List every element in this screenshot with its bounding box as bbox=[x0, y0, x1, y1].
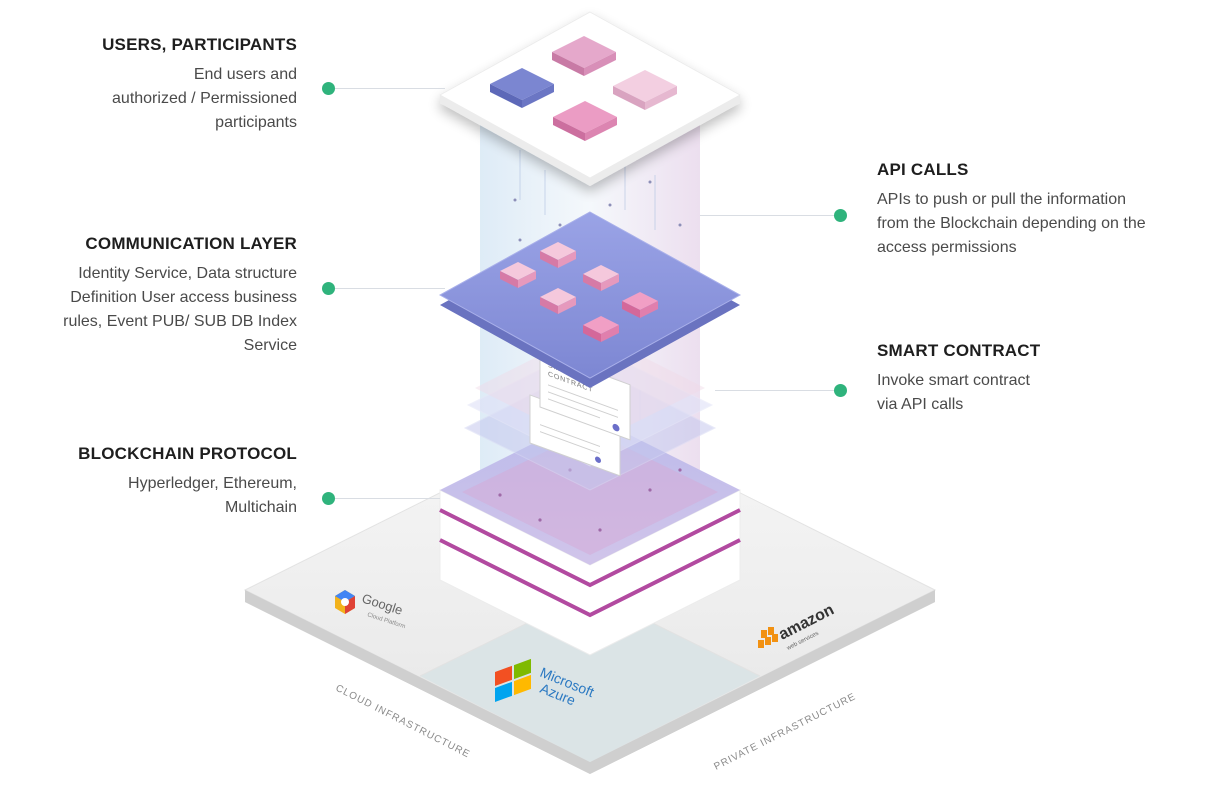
blockchain-connector bbox=[335, 498, 440, 499]
user-nodes bbox=[490, 36, 677, 141]
users-description: End users and authorized / Permissioned … bbox=[0, 63, 297, 135]
api-dot bbox=[834, 209, 847, 222]
smart-contract-heading: SMART CONTRACT bbox=[877, 341, 1041, 360]
communication-heading: COMMUNICATION LAYER bbox=[85, 234, 297, 253]
communication-desc-line: Identity Service, Data structure bbox=[78, 265, 297, 282]
communication-label-block: COMMUNICATION LAYER Identity Service, Da… bbox=[0, 234, 297, 358]
smart-contract-desc-line: via API calls bbox=[877, 396, 964, 413]
smart-contract-label-block: SMART CONTRACT Invoke smart contract via… bbox=[877, 341, 1197, 417]
api-description: APIs to push or pull the information fro… bbox=[877, 188, 1217, 260]
blockchain-desc-line: Hyperledger, Ethereum, bbox=[128, 475, 297, 492]
users-desc-line: End users and bbox=[193, 66, 297, 83]
users-connector bbox=[335, 88, 445, 89]
users-desc-line: authorized / Permissioned bbox=[112, 90, 297, 107]
smart-contract-connector bbox=[715, 390, 840, 391]
api-heading: API CALLS bbox=[877, 160, 969, 179]
communication-desc-line: Service bbox=[243, 337, 297, 354]
users-dot bbox=[322, 82, 335, 95]
smart-contract-description: Invoke smart contract via API calls bbox=[877, 369, 1197, 417]
api-label-block: API CALLS APIs to push or pull the infor… bbox=[877, 160, 1217, 260]
users-participants-plate bbox=[438, 11, 742, 186]
api-desc-line: from the Blockchain depending on the bbox=[877, 215, 1146, 232]
blockchain-heading: BLOCKCHAIN PROTOCOL bbox=[78, 444, 297, 463]
users-desc-line: participants bbox=[215, 114, 297, 131]
private-infrastructure-label: PRIVATE INFRASTRUCTURE bbox=[712, 691, 858, 772]
communication-description: Identity Service, Data structure Definit… bbox=[0, 262, 297, 358]
blockchain-desc-line: Multichain bbox=[224, 499, 297, 516]
communication-desc-line: Definition User access business bbox=[70, 289, 297, 306]
blockchain-label-block: BLOCKCHAIN PROTOCOL Hyperledger, Ethereu… bbox=[0, 444, 297, 520]
communication-desc-line: rules, Event PUB/ SUB DB Index bbox=[63, 313, 297, 330]
users-label-block: USERS, PARTICIPANTS End users and author… bbox=[0, 35, 297, 135]
api-desc-line: APIs to push or pull the information bbox=[877, 191, 1127, 208]
communication-dot bbox=[322, 282, 335, 295]
api-desc-line: access permissions bbox=[877, 239, 1017, 256]
communication-connector bbox=[335, 288, 445, 289]
communication-nodes bbox=[500, 242, 658, 342]
smart-contract-desc-line: Invoke smart contract bbox=[877, 372, 1030, 389]
smart-contract-dot bbox=[834, 384, 847, 397]
blockchain-description: Hyperledger, Ethereum, Multichain bbox=[0, 472, 297, 520]
blockchain-dot bbox=[322, 492, 335, 505]
communication-layer-plate bbox=[438, 211, 742, 388]
api-connector bbox=[700, 215, 840, 216]
users-heading: USERS, PARTICIPANTS bbox=[102, 35, 297, 54]
